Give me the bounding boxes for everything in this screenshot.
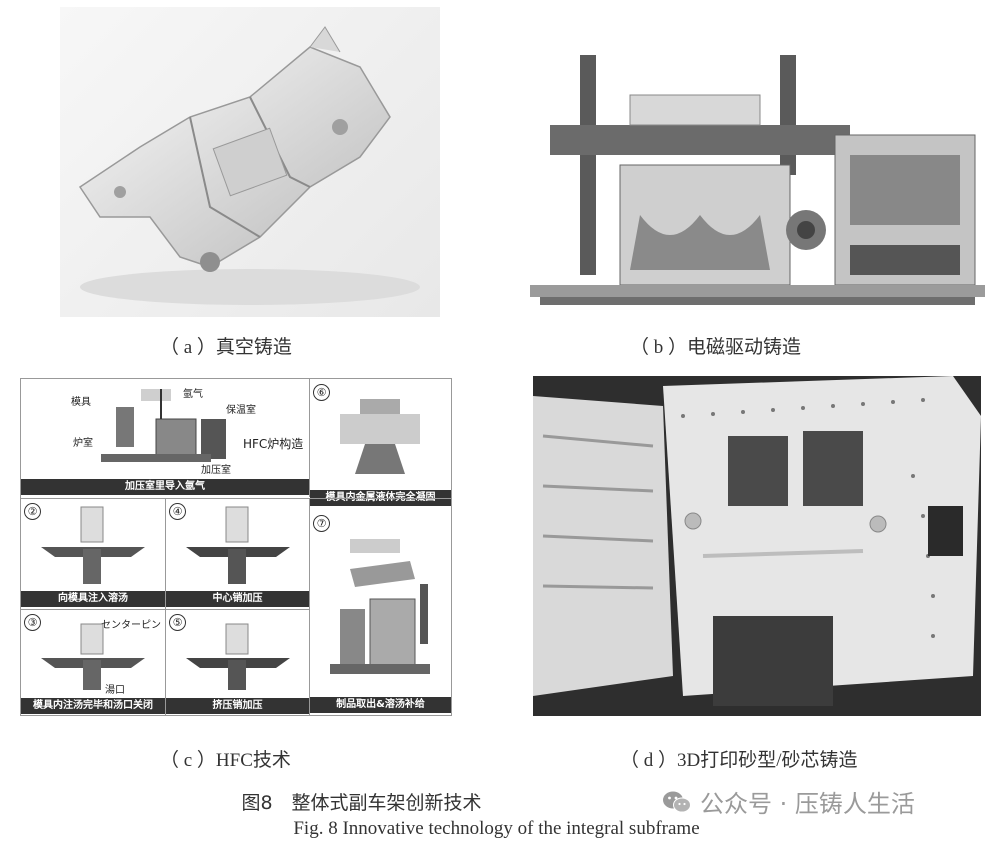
panel-b-image [530,55,985,320]
hfc-label-argon: 氩气 [183,389,203,400]
hfc-cell-1: 模具 氩气 保温室 炉室 HFC炉构造 加压室 ① 加压室里导入氩气 [21,379,310,497]
hfc-step1-bar: 加压室里导入氩气 [21,479,309,495]
panel-c-caption: （ c ）HFC技术 [160,750,291,771]
panel-a-image [60,7,440,317]
hfc-step2-num: ② [24,503,41,520]
watermark-text: 公众号 · 压铸人生活 [700,790,915,818]
hfc-cell-2: ② 向模具注入溶汤 [21,498,166,609]
hfc-cell-4: ④ 中心销加压 [166,498,310,609]
panel-c-diagram: 模具 氩气 保温室 炉室 HFC炉构造 加压室 ① 加压室里导入氩气 ⑥ 模具内… [20,378,452,716]
hfc-label-center-pin: センターピン [101,620,161,631]
hfc-label-pressure: 加压室 [201,465,231,476]
hfc-label-gate: 湯口 [105,685,125,696]
hfc-label-mold: 模具 [71,397,91,408]
hfc-cell-5: ⑤ 挤压销加压 [166,609,310,715]
figure-title-en: Fig. 8 Innovative technology of the inte… [293,818,700,839]
figure-title-cn-text: 图8 整体式副车架创新技术 [241,792,482,814]
hfc-cell-7: ⑦ 制品取出&溶汤补给 [310,498,451,715]
hfc-step5-bar: 挤压销加压 [166,698,309,714]
hfc-cell-6: ⑥ 模具内金属液体完全凝固 [310,379,451,506]
hfc-step3-bar: 模具内注汤完毕和汤口关闭 [21,698,165,714]
watermark: 公众号 · 压铸人生活 [662,784,915,819]
hfc-cell-3: ③ センターピン 湯口 模具内注汤完毕和汤口关闭 [21,609,166,715]
hfc-step7-num: ⑦ [313,515,330,532]
hfc-label-chamber: 炉室 [73,438,93,449]
hfc-label-holding: 保温室 [226,405,256,416]
panel-d-caption: （ d ）3D打印砂型/砂芯铸造 [620,750,858,771]
hfc-step4-bar: 中心销加压 [166,591,309,607]
wechat-icon [663,791,691,812]
hfc-step5-num: ⑤ [169,614,186,631]
panel-a-caption: （ a ）真空铸造 [160,337,292,358]
figure-title-cn: 图8 整体式副车架创新技术 [0,788,993,815]
hfc-step6-num: ⑥ [313,384,330,401]
hfc-step2-bar: 向模具注入溶汤 [21,591,165,607]
panel-b-caption: （ b ）电磁驱动铸造 [630,337,802,358]
hfc-step3-num: ③ [24,614,41,631]
panel-d-image [533,376,981,716]
hfc-label-title: HFC炉构造 [243,437,304,451]
hfc-step4-num: ④ [169,503,186,520]
hfc-step7-bar: 制品取出&溶汤补给 [310,697,451,713]
